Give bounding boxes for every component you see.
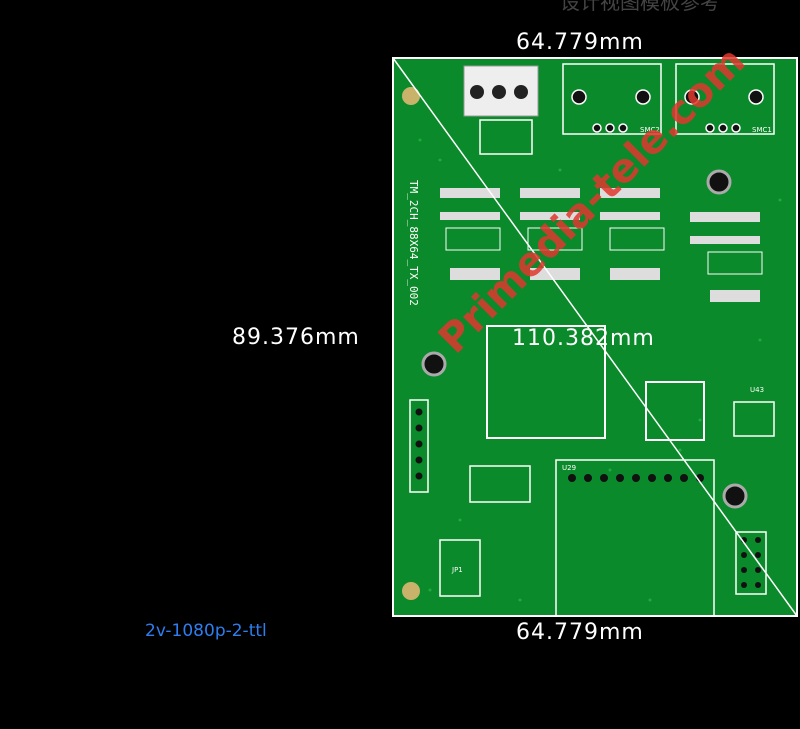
header-pins-right (735, 531, 767, 595)
ic-row (445, 227, 763, 275)
header-pins-left (409, 399, 429, 493)
smd-pads (440, 188, 760, 302)
mount-hole-right (706, 169, 732, 195)
diagonal-measure-line (392, 57, 798, 617)
silk-smc2: SMC2 (640, 126, 660, 134)
dimension-bottom: 64.779mm (516, 620, 644, 645)
diode-pair (479, 119, 533, 155)
caption-label: 2v-1080p-2-ttl (145, 621, 267, 641)
inductor (469, 465, 531, 503)
via-dots (418, 138, 782, 602)
top-cut-text: 设计视图模板参考 (560, 0, 720, 14)
u29-pins (568, 474, 704, 482)
board-label: TM_2CH_88X64_TX_002 (407, 180, 420, 306)
svg-text:U43: U43 (750, 386, 764, 394)
secondary-chip (645, 381, 705, 441)
svg-text:JP1: JP1 (451, 566, 463, 574)
silk-smc1: SMC1 (752, 126, 772, 134)
sma-connector-right (675, 63, 775, 135)
regulator-u43 (733, 401, 775, 437)
mount-hole-mid (421, 351, 447, 377)
u29-outline (555, 459, 715, 617)
svg-text:U29: U29 (562, 464, 576, 472)
dimension-left: 89.376mm (232, 325, 360, 350)
mount-hole-bl (402, 582, 420, 600)
mount-hole-tl (402, 87, 420, 105)
jumper-jp1 (439, 539, 481, 597)
sma-connector-left (562, 63, 662, 135)
mount-hole-right2 (722, 483, 748, 509)
dimension-top: 64.779mm (516, 30, 644, 55)
dimension-diagonal: 110.382mm (512, 326, 655, 351)
main-chip-qfp (486, 325, 606, 439)
